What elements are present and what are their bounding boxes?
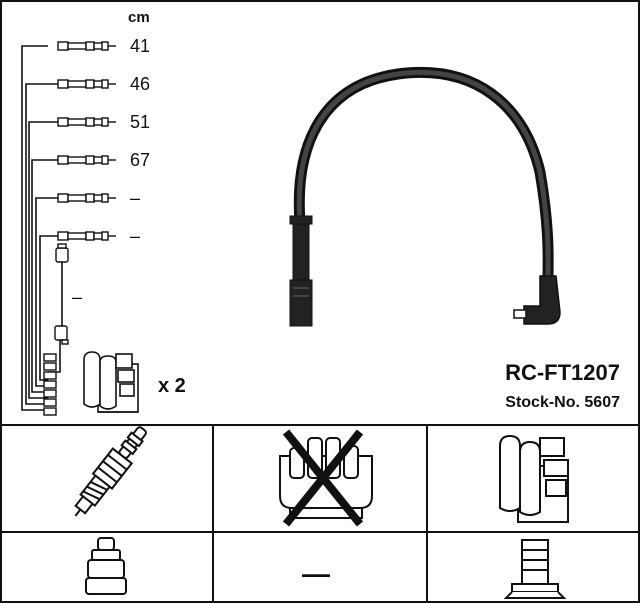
connector-terminal-icon bbox=[503, 539, 567, 599]
length-unit-label: cm bbox=[128, 9, 150, 26]
extra-lead bbox=[54, 243, 69, 345]
cable-terminal bbox=[57, 155, 116, 165]
cable-length-4: 67 bbox=[130, 150, 151, 170]
ignition-coil-icon bbox=[499, 434, 569, 523]
distributor-cap-icon bbox=[279, 429, 373, 527]
cable-bundle bbox=[21, 45, 63, 411]
cable-length-6: – bbox=[130, 226, 141, 246]
cable-terminal bbox=[57, 193, 116, 203]
cable-terminal bbox=[57, 79, 116, 89]
not-applicable-dash: — bbox=[302, 558, 330, 589]
angled-boot bbox=[523, 275, 561, 325]
cable-length-1: 41 bbox=[130, 36, 151, 56]
cable-length-3: 51 bbox=[130, 112, 151, 132]
spark-plug-icon bbox=[74, 426, 147, 517]
cable-terminals bbox=[57, 41, 116, 241]
cable-length-2: 46 bbox=[130, 74, 151, 94]
parts-grid bbox=[1, 424, 638, 602]
cable-terminal bbox=[57, 231, 116, 241]
extra-lead-length: – bbox=[72, 287, 83, 307]
stock-number: Stock-No. 5607 bbox=[505, 394, 620, 411]
main-ignition-lead bbox=[289, 67, 561, 327]
cable-terminal bbox=[57, 117, 116, 127]
bundle-sockets bbox=[43, 353, 57, 416]
product-code: RC-FT1207 bbox=[505, 360, 620, 385]
straight-boot bbox=[289, 215, 313, 225]
cable-length-5: – bbox=[130, 188, 141, 208]
coil-quantity: x 2 bbox=[158, 375, 186, 397]
plug-boot-icon bbox=[85, 537, 127, 595]
cable-terminal bbox=[57, 41, 116, 51]
coil-pack-small-icon bbox=[83, 351, 139, 413]
